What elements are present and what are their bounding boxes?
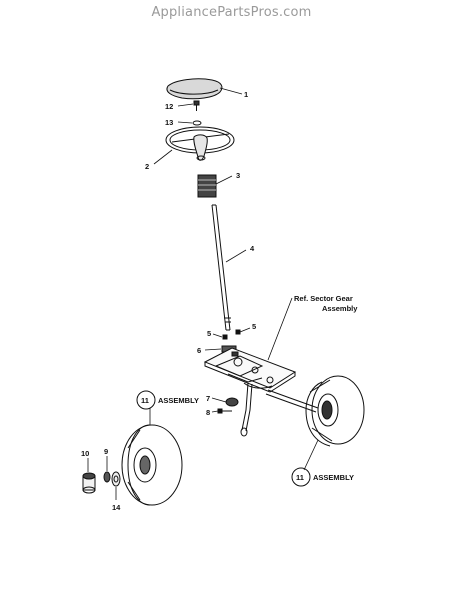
callout-10: 10 — [81, 449, 89, 458]
bushing-part-3 — [197, 174, 217, 198]
ref-sector-gear-label-line2: Assembly — [322, 304, 358, 313]
right-wheel-assembly — [305, 375, 365, 447]
callout-5a: 5 — [207, 329, 211, 338]
bushing-part-7 — [225, 397, 239, 407]
callout-12: 12 — [165, 102, 173, 111]
drag-link-part — [240, 382, 319, 437]
callout-7: 7 — [206, 394, 210, 403]
callout-4: 4 — [250, 244, 255, 253]
washer-part-14 — [111, 471, 121, 487]
left-wheel-assembly — [121, 424, 183, 506]
hub-cap-part-10 — [82, 472, 96, 494]
screw-part-12 — [193, 100, 200, 111]
steering-wheel-part — [165, 126, 235, 161]
callout-circle-11-left — [136, 390, 156, 410]
callout-11-right: 11 — [296, 473, 304, 482]
callout-circle-11-right — [291, 467, 311, 487]
callout-2: 2 — [145, 162, 149, 171]
callout-14: 14 — [112, 503, 121, 512]
nut-part-5 — [222, 329, 241, 340]
washer-part-13 — [192, 120, 202, 126]
washer-part-9 — [103, 471, 111, 483]
callout-3: 3 — [236, 171, 240, 180]
ref-sector-gear-label-line1: Ref. Sector Gear — [294, 294, 353, 303]
bolt-part-8 — [217, 408, 232, 414]
assembly-label-right: ASSEMBLY — [313, 473, 354, 482]
callout-13: 13 — [165, 118, 173, 127]
callout-6: 6 — [197, 346, 201, 355]
steering-cap-part — [166, 78, 223, 100]
callout-5b: 5 — [252, 322, 256, 331]
callout-9: 9 — [104, 447, 108, 456]
sector-gear-plate — [203, 347, 297, 393]
steering-shaft-part — [211, 204, 231, 331]
assembly-label-left: ASSEMBLY — [158, 396, 199, 405]
watermark-text: AppliancePartsPros.com — [151, 5, 312, 20]
callout-11-left: 11 — [141, 396, 149, 405]
leader-lines — [87, 87, 319, 500]
callout-8: 8 — [206, 408, 210, 417]
callout-1: 1 — [244, 90, 248, 99]
